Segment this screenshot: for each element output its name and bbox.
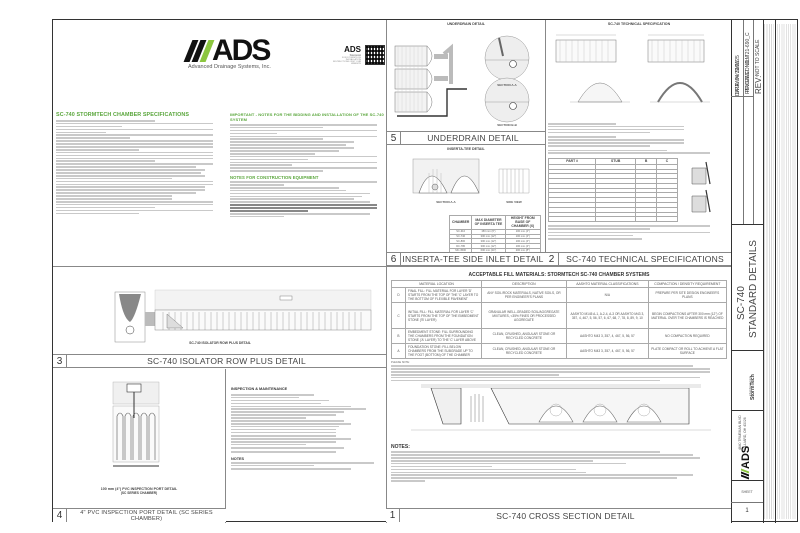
ads-logo: ADS Advanced Drainage Systems, Inc.: [183, 34, 271, 70]
detail-number: 5: [387, 132, 401, 144]
detail-title: UNDERDRAIN DETAIL: [427, 133, 519, 143]
svg-text:SIDE VIEW: SIDE VIEW: [506, 200, 522, 204]
detail-title: INSERTA-TEE SIDE INLET DETAIL: [402, 254, 544, 264]
fill-materials-table: MATERIAL LOCATION DESCRIPTION AASHTO MAT…: [391, 280, 728, 359]
scale-note: NOT TO SCALE: [755, 39, 761, 76]
date: DATE: 04/21/2025: [735, 55, 741, 96]
detail-number: 4: [53, 509, 67, 522]
svg-text:SECTION A-A: SECTION A-A: [436, 200, 456, 204]
qr-code-icon[interactable]: [365, 45, 385, 65]
sheet-title-line-2: STANDARD DETAILS: [748, 240, 759, 338]
stormtech-sub: Chamber System: [749, 375, 752, 396]
project-number: PROJECT NO: 721-690_C: [745, 32, 751, 92]
detail-number: 6: [387, 253, 401, 265]
isolator-row-drawing: SC-740 ISOLATOR ROW PLUS DETAIL: [55, 278, 385, 350]
detail-6-title-strip: 6 INSERTA-TEE SIDE INLET DETAIL: [387, 252, 545, 266]
detail-1-title-strip: 1 SC-740 CROSS SECTION DETAIL: [386, 508, 731, 522]
detail-2-title-strip: 2 SC-740 TECHNICAL SPECIFICATIONS: [545, 252, 731, 266]
chamber-specifications: SC-740 STORMTECH CHAMBER SPECIFICATIONS: [56, 112, 221, 215]
cross-section-drawing: [391, 382, 727, 434]
detail-number: 3: [53, 355, 67, 367]
fill-materials-heading: ACCEPTABLE FILL MATERIALS: STORMTECH SC-…: [468, 272, 650, 278]
table-row: A FOUNDATION STONE: FILL BELOW CHAMBERS …: [391, 343, 728, 359]
table-row: C INITIAL FILL: FILL MATERIAL FOR LAYER …: [391, 302, 728, 329]
sheet-title-line-1: SC-740: [736, 286, 747, 320]
cross-section-notes: NOTES:: [391, 444, 727, 483]
detail-5-title-strip: 5 UNDERDRAIN DETAIL: [387, 131, 545, 145]
fill-materials-section: ACCEPTABLE FILL MATERIALS: STORMTECH SC-…: [391, 272, 728, 383]
detail-title: SC-740 CROSS SECTION DETAIL: [496, 510, 635, 521]
inspection-notes-heading: NOTES: [231, 456, 245, 461]
detail-number: 1: [386, 509, 400, 522]
important-notes: IMPORTANT - NOTES FOR THE BIDDING AND IN…: [230, 112, 385, 219]
disclaimer-fine-print: [764, 24, 774, 519]
detail-4-title-strip: 4 4" PVC INSPECTION PORT DETAIL (SC SERI…: [53, 508, 226, 522]
detail-3-title-strip: 3 SC-740 ISOLATOR ROW PLUS DETAIL: [53, 354, 386, 368]
company-name: Advanced Drainage Systems, Inc.: [188, 64, 271, 70]
small-ads-logo: ADS: [344, 45, 361, 54]
detail-title: SC-740 ISOLATOR ROW PLUS DETAIL: [147, 356, 306, 366]
technical-spec-drawing: SC-740 TECHNICAL SPECIFICATION PA: [547, 22, 730, 250]
svg-text:SECTION B-B: SECTION B-B: [497, 123, 517, 126]
specifications-heading: SC-740 STORMTECH CHAMBER SPECIFICATIONS: [56, 112, 190, 118]
inspection-port-drawing: 100 mm (4") PVC INSPECTION PORT DETAIL (…: [55, 372, 223, 504]
detail-title: 4" PVC INSPECTION PORT DETAIL (SC SERIES…: [80, 509, 213, 522]
disclaimer-fine-print-2: [777, 24, 797, 519]
inspection-heading: INSPECTION & MAINTENANCE: [231, 387, 288, 391]
sheet-label: SHEET: [741, 490, 753, 494]
important-notes-heading: IMPORTANT - NOTES FOR THE BIDDING AND IN…: [230, 112, 384, 122]
table-row: D FINAL FILL: FILL MATERIAL FOR LAYER 'D…: [391, 287, 728, 303]
drawing-sheet: ADS Advanced Drainage Systems, Inc. ADS …: [52, 19, 798, 523]
inserta-tee-drawing: INSERTA-TEE DETAIL SECTION A-A SIDE VIEW…: [389, 147, 543, 264]
ads-logo-text: ADS: [212, 34, 271, 67]
table-row: B EMBEDMENT STONE: FILL SURROUNDING THE …: [391, 328, 728, 344]
revision: REV:: [754, 75, 763, 94]
siteassist-block: ADS SiteAssist FOR STORMTECH INSTALLATIO…: [331, 45, 385, 65]
inspection-maintenance: INSPECTION & MAINTENANCE NOTES: [231, 387, 381, 471]
construction-equipment-heading: NOTES FOR CONSTRUCTION EQUIPMENT: [230, 174, 319, 180]
cross-section-notes-heading: NOTES:: [391, 444, 410, 450]
detail-number: 2: [545, 253, 559, 265]
svg-text:SECTION A-A: SECTION A-A: [497, 83, 517, 87]
title-block-ads-logo: ADS: [736, 446, 754, 480]
sheet-number: 1: [745, 508, 749, 514]
detail-title: SC-740 TECHNICAL SPECIFICATIONS: [566, 254, 724, 264]
underdrain-drawing: UNDERDRAIN DETAIL SECTION A-A: [389, 22, 543, 130]
svg-text:SC-740 ISOLATOR ROW PLUS DETAI: SC-740 ISOLATOR ROW PLUS DETAIL: [189, 341, 251, 345]
